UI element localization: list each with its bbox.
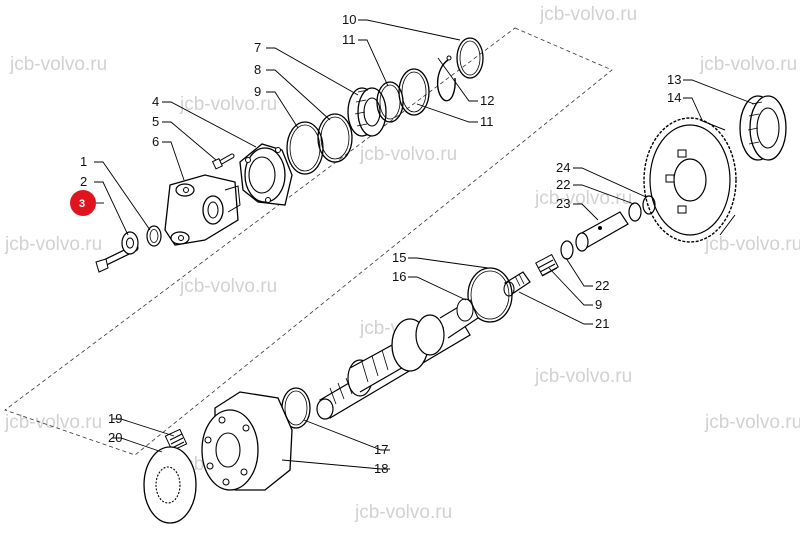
o-ring-part-22 xyxy=(628,202,642,222)
callout-11b: 11 xyxy=(480,114,494,129)
callout-18: 18 xyxy=(374,461,388,476)
highlight-circle[interactable] xyxy=(70,190,96,216)
o-ring-part-9 xyxy=(286,121,324,175)
valve-part-21 xyxy=(503,271,531,297)
highlight-number: 3 xyxy=(79,198,85,210)
gear-part-14 xyxy=(643,117,737,243)
watermark: jcb-volvo.ru xyxy=(699,54,797,75)
pump-body-part-18 xyxy=(201,391,293,491)
ring-part-11b xyxy=(398,68,430,116)
shim-part-8 xyxy=(317,113,353,163)
o-ring-part-24 xyxy=(642,195,656,215)
callout-16: 16 xyxy=(392,269,406,284)
callout-2: 2 xyxy=(80,174,87,189)
callout-19: 19 xyxy=(108,411,122,426)
snap-ring-part-12 xyxy=(437,55,456,102)
spring-part-9b xyxy=(535,253,559,277)
o-ring-part-15 xyxy=(467,267,513,323)
callout-22a: 22 xyxy=(556,177,570,192)
screw-part-5 xyxy=(211,153,235,170)
watermark: jcb-volvo.ru xyxy=(534,366,632,387)
watermark: jcb-volvo.ru xyxy=(179,276,277,297)
callout-9: 9 xyxy=(254,84,261,99)
callout-24: 24 xyxy=(556,160,570,175)
callout-11: 11 xyxy=(342,32,356,47)
callout-20: 20 xyxy=(108,430,122,445)
callout-14: 14 xyxy=(667,90,681,105)
callout-23: 23 xyxy=(556,196,570,211)
yoke-flange-part-6 xyxy=(164,174,241,246)
callout-8: 8 xyxy=(254,62,261,77)
watermark: jcb-volvo.ru xyxy=(534,188,632,209)
washer-part-2 xyxy=(121,231,139,255)
callout-6: 6 xyxy=(152,134,159,149)
seal-part-1b xyxy=(146,225,162,247)
watermark: jcb-volvo.ru xyxy=(4,412,102,433)
callout-10: 10 xyxy=(342,12,356,27)
watermark: jcb-volvo.ru xyxy=(539,4,637,25)
callout-5: 5 xyxy=(152,114,159,129)
snap-ring-part-10 xyxy=(456,37,484,79)
watermark: jcb-volvo.ru xyxy=(354,502,452,523)
callout-17: 17 xyxy=(374,442,388,457)
callout-13: 13 xyxy=(667,72,681,87)
o-ring-part-22b xyxy=(560,240,574,260)
callout-12: 12 xyxy=(480,93,494,108)
callout-22b: 22 xyxy=(595,278,609,293)
watermark: jcb-volvo.ru xyxy=(9,54,107,75)
callout-15: 15 xyxy=(392,250,406,265)
callout-4: 4 xyxy=(152,94,159,109)
bearing-part-7 xyxy=(347,87,387,137)
watermark: jcb-volvo.ru xyxy=(4,234,102,255)
highlighted-part-marker[interactable]: 3 xyxy=(70,190,104,216)
callout-9b: 9 xyxy=(595,297,602,312)
port-plate-part-20 xyxy=(143,446,197,524)
callout-21: 21 xyxy=(595,316,609,331)
assembly-boundary xyxy=(4,27,613,456)
callout-7: 7 xyxy=(254,40,261,55)
bearing-cover-part-4 xyxy=(239,143,293,206)
bearing-part-13 xyxy=(739,95,787,161)
callout-labels: 1 2 4 5 6 7 8 9 10 11 12 11 13 14 24 22 … xyxy=(80,12,681,476)
callout-1: 1 xyxy=(80,154,87,169)
leader-lines xyxy=(94,19,755,470)
watermark: jcb-volvo.ru xyxy=(704,412,800,433)
watermark: jcb-volvo.ru xyxy=(704,234,800,255)
shaft-part-16 xyxy=(316,298,479,420)
watermark: jcb-volvo.ru xyxy=(179,94,277,115)
pin-part-23 xyxy=(575,211,629,252)
watermark: jcb-volvo.ru xyxy=(359,144,457,165)
